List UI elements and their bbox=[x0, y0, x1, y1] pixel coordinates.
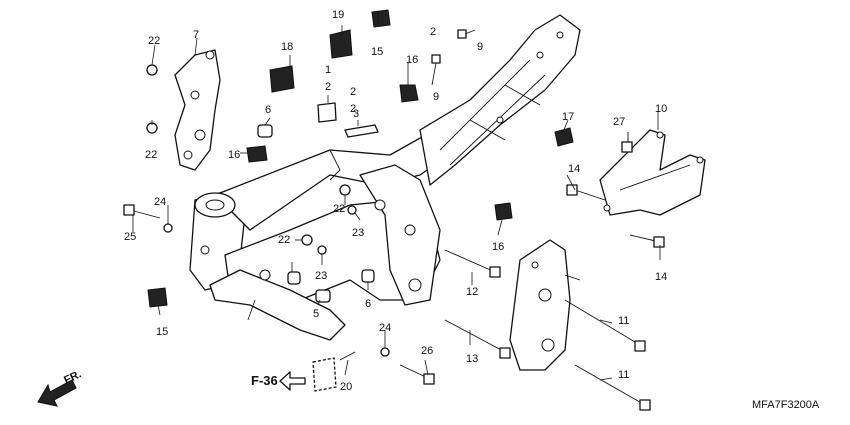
part-number-1: 1 bbox=[325, 64, 331, 76]
part-number-16: 16 bbox=[406, 54, 418, 66]
part-number-23: 23 bbox=[315, 270, 327, 282]
part-number-10: 10 bbox=[655, 103, 667, 115]
part-number-15: 15 bbox=[371, 46, 383, 58]
part-number-14: 14 bbox=[655, 271, 667, 283]
part-number-2: 2 bbox=[325, 81, 331, 93]
part-number-labels: 1222235667991011111213141415151616161718… bbox=[124, 9, 667, 393]
part-number-6: 6 bbox=[365, 298, 371, 310]
part-number-20: 20 bbox=[340, 381, 352, 393]
main-frame bbox=[189, 14, 581, 341]
part-number-17: 17 bbox=[562, 111, 574, 123]
part-number-2: 2 bbox=[350, 103, 356, 115]
part-number-5: 5 bbox=[313, 308, 319, 320]
part-number-27: 27 bbox=[613, 116, 625, 128]
part-number-9: 9 bbox=[477, 41, 483, 53]
rear-bracket bbox=[599, 129, 706, 216]
part-number-22: 22 bbox=[333, 203, 345, 215]
side-plate bbox=[509, 239, 571, 371]
part-number-26: 26 bbox=[421, 345, 433, 357]
direction-label: FR. bbox=[62, 368, 83, 386]
engine-hanger-bracket bbox=[174, 49, 221, 171]
part-number-18: 18 bbox=[281, 41, 293, 53]
part-number-2: 2 bbox=[350, 86, 356, 98]
part-number-7: 7 bbox=[193, 29, 199, 41]
part-number-13: 13 bbox=[466, 353, 478, 365]
small-parts bbox=[123, 9, 665, 411]
part-number-11: 11 bbox=[618, 369, 629, 381]
part-number-2: 2 bbox=[430, 26, 436, 38]
part-number-25: 25 bbox=[124, 231, 136, 243]
part-number-6: 6 bbox=[265, 104, 271, 116]
reference-arrow bbox=[279, 371, 306, 391]
part-number-3: 3 bbox=[353, 108, 359, 120]
front-direction-arrow bbox=[37, 379, 77, 407]
part-number-16: 16 bbox=[492, 241, 504, 253]
part-number-22: 22 bbox=[148, 35, 160, 47]
part-number-11: 11 bbox=[618, 315, 629, 327]
reference-label: F-36 bbox=[251, 373, 278, 388]
part-number-15: 15 bbox=[156, 326, 168, 338]
part-number-24: 24 bbox=[154, 196, 166, 208]
diagram-code: MFA7F3200A bbox=[752, 399, 820, 411]
part-number-16: 16 bbox=[228, 149, 240, 161]
part-number-23: 23 bbox=[352, 227, 364, 239]
part-number-22: 22 bbox=[145, 149, 157, 161]
leader-lines bbox=[132, 12, 661, 381]
part-number-12: 12 bbox=[466, 286, 478, 298]
part-number-19: 19 bbox=[332, 9, 344, 21]
part-number-14: 14 bbox=[568, 163, 580, 175]
part-number-9: 9 bbox=[433, 91, 439, 103]
part-number-22: 22 bbox=[278, 234, 290, 246]
part-number-24: 24 bbox=[379, 322, 391, 334]
